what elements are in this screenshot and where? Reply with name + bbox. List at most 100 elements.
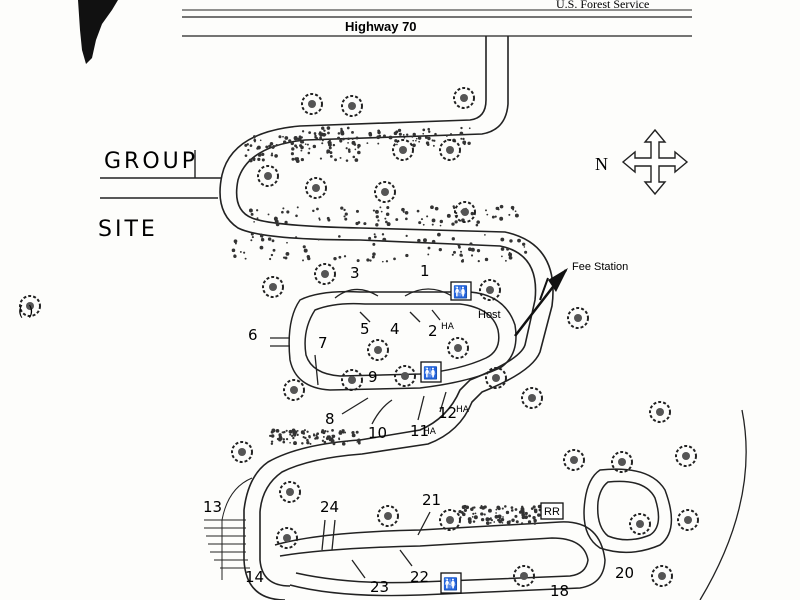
vegetation-dot — [417, 136, 422, 140]
vegetation-dot — [323, 440, 327, 444]
vegetation-dot — [459, 131, 464, 136]
vegetation-dot — [476, 220, 480, 224]
site-number: 6 — [248, 326, 258, 344]
vegetation-dot — [431, 218, 436, 223]
vegetation-dot — [524, 511, 528, 516]
vegetation-dot — [385, 220, 388, 224]
vegetation-dot — [340, 206, 344, 210]
vegetation-dot — [471, 516, 474, 518]
site-number: 8 — [325, 410, 335, 428]
vegetation-dot — [382, 237, 387, 242]
vegetation-dot — [427, 136, 431, 141]
vegetation-dot — [366, 258, 370, 262]
vegetation-dot — [420, 218, 424, 221]
vegetation-dot — [357, 143, 361, 148]
vegetation-dot — [480, 512, 484, 516]
vegetation-dot — [485, 521, 490, 525]
vegetation-dot — [347, 137, 350, 141]
tree-icon — [276, 527, 298, 549]
vegetation-dot — [282, 440, 286, 444]
site-number: 24 — [320, 498, 339, 516]
vegetation-dot — [341, 429, 345, 433]
vegetation-dot — [357, 152, 360, 155]
vegetation-dot — [484, 257, 489, 262]
upper-site-spurs — [270, 288, 453, 425]
site-number: 1 — [420, 262, 430, 280]
vegetation-dot — [351, 130, 354, 134]
vegetation-dot — [494, 514, 499, 519]
vegetation-dot — [515, 520, 519, 524]
vegetation-dot — [326, 126, 331, 130]
vegetation-dot — [438, 248, 442, 252]
vegetation-dot — [380, 210, 383, 213]
vegetation-dot — [377, 130, 381, 135]
vegetation-dot — [412, 139, 415, 142]
vegetation-dot — [285, 437, 289, 441]
vegetation-dot — [340, 130, 343, 132]
vegetation-dot — [470, 247, 475, 252]
site-number: 22 — [410, 568, 429, 586]
compass-icon — [621, 128, 689, 196]
vegetation-dot — [426, 215, 429, 218]
tree-icon — [257, 165, 279, 187]
vegetation-dot — [476, 249, 481, 253]
vegetation-dot — [253, 221, 255, 223]
vegetation-dot — [309, 442, 312, 445]
vegetation-dot — [454, 220, 458, 224]
tree-icon — [392, 139, 414, 161]
vegetation-dot — [521, 515, 526, 520]
vegetation-dot — [372, 242, 376, 246]
vegetation-dot — [259, 245, 264, 250]
tree-icon — [262, 276, 284, 298]
vegetation-dot — [366, 142, 369, 145]
vegetation-dot — [294, 157, 298, 161]
vegetation-dot — [533, 522, 537, 525]
site-number: 20 — [615, 564, 634, 582]
vegetation-dot — [233, 239, 238, 244]
vegetation-dot — [417, 238, 421, 243]
vegetation-dot — [499, 216, 504, 221]
vegetation-dot — [281, 431, 284, 434]
vegetation-dot — [270, 253, 274, 257]
vegetation-dot — [261, 158, 265, 162]
vegetation-dot — [375, 209, 379, 214]
vegetation-dot — [397, 128, 402, 133]
vegetation-dot — [427, 253, 430, 256]
stray-mark: ( ) — [18, 304, 33, 320]
vegetation-dot — [393, 131, 398, 136]
vegetation-dot — [296, 430, 299, 432]
vegetation-dot — [334, 158, 337, 162]
vegetation-dot — [345, 147, 348, 150]
vegetation-dot — [472, 512, 475, 515]
vegetation-dot — [363, 222, 367, 226]
vegetation-dot — [301, 442, 304, 445]
vegetation-dot — [474, 512, 477, 515]
vegetation-dot — [499, 204, 504, 209]
vegetation-dot — [272, 145, 276, 148]
vegetation-dot — [269, 145, 272, 147]
vegetation-dot — [267, 213, 270, 216]
vegetation-dot — [345, 159, 349, 162]
vegetation-dot — [295, 214, 298, 218]
tree-icon — [677, 509, 699, 531]
vegetation-dot — [468, 521, 472, 524]
vegetation-dot — [233, 254, 237, 258]
vegetation-dot — [506, 247, 510, 251]
vegetation-dot — [282, 207, 285, 210]
vegetation-dot — [302, 259, 304, 262]
vegetation-dot — [379, 206, 382, 209]
tree-icon — [305, 177, 327, 199]
vegetation-dot — [354, 148, 357, 151]
vegetation-dot — [332, 143, 336, 147]
vegetation-dot — [250, 239, 253, 242]
vegetation-dot — [285, 429, 288, 432]
vegetation-dot — [346, 440, 349, 443]
vegetation-dot — [489, 517, 492, 520]
vegetation-dot — [298, 135, 302, 139]
vegetation-dot — [431, 223, 434, 226]
vegetation-dot — [319, 138, 322, 141]
vegetation-dot — [493, 521, 496, 523]
vegetation-dot — [346, 126, 350, 130]
vegetation-dot — [338, 430, 343, 435]
vegetation-dot — [422, 223, 425, 226]
